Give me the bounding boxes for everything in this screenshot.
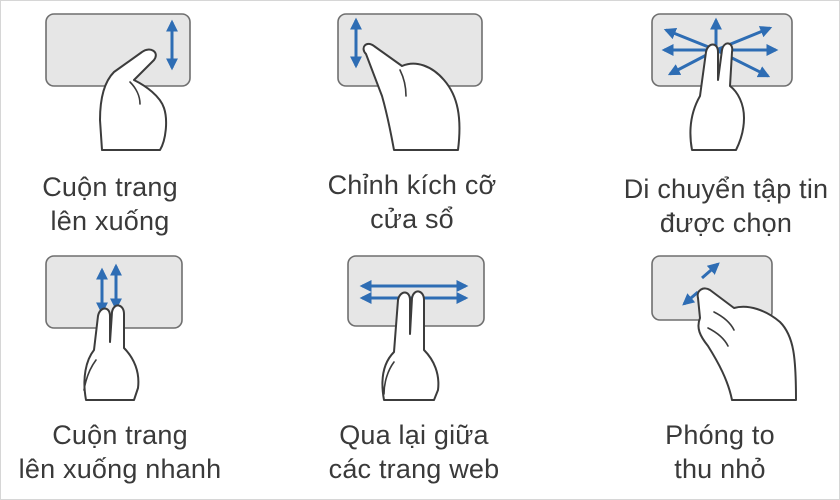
gesture-scroll: Cuộn trang lên xuống xyxy=(0,0,240,250)
gesture-caption: Cuộn trang lên xuống nhanh xyxy=(18,420,222,484)
pinch-zoom-arrows-icon xyxy=(682,262,720,306)
gesture-resize: Chỉnh kích cỡ cửa sổ xyxy=(290,0,530,250)
gesture-caption: Qua lại giữa các trang web xyxy=(328,420,500,484)
hand-icon xyxy=(381,290,440,401)
touchpad-fast-scroll-illustration xyxy=(0,250,240,410)
hand-icon xyxy=(689,42,745,151)
gesture-fast-scroll: Cuộn trang lên xuống nhanh xyxy=(0,250,240,500)
double-vertical-arrows-icon xyxy=(96,263,122,315)
gesture-caption: Phóng to thu nhỏ xyxy=(665,420,775,484)
gesture-caption: Di chuyển tập tin được chọn xyxy=(623,174,829,238)
hand-icon xyxy=(83,304,140,401)
touchpad-move-illustration xyxy=(600,0,840,160)
touchpad-resize-illustration xyxy=(290,0,530,160)
gesture-caption: Chỉnh kích cỡ cửa sổ xyxy=(327,170,497,234)
touchpad-zoom-illustration xyxy=(600,250,840,410)
hand-icon xyxy=(362,42,461,151)
hand-icon xyxy=(99,48,168,151)
gesture-swipe: Qua lại giữa các trang web xyxy=(300,250,540,500)
touchpad-swipe-illustration xyxy=(300,250,540,410)
gesture-zoom: Phóng to thu nhỏ xyxy=(600,250,840,500)
gesture-move: Di chuyển tập tin được chọn xyxy=(600,0,840,250)
gesture-caption: Cuộn trang lên xuống xyxy=(42,172,178,236)
touchpad-scroll-illustration xyxy=(0,0,240,160)
